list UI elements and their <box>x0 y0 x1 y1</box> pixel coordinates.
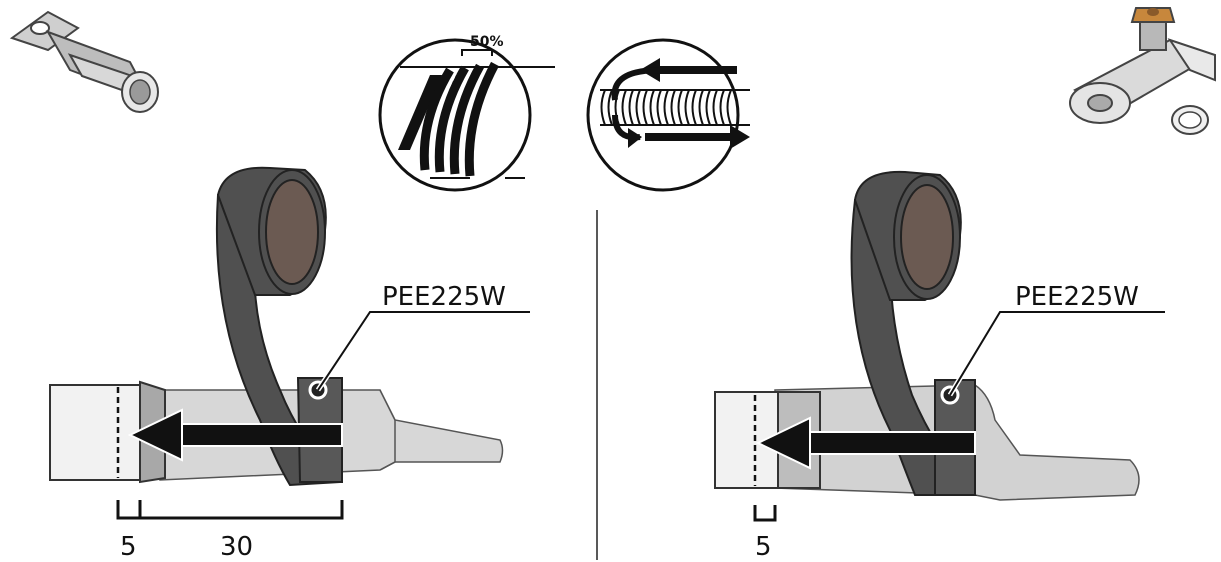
wrap-direction-arrow <box>127 408 343 462</box>
dimension-30-left: 30 <box>220 532 253 562</box>
overlap-percent-label: 50% <box>470 34 504 50</box>
dimension-5-left: 5 <box>120 532 137 562</box>
dimension-marks-left <box>116 500 344 520</box>
dimension-5-right: 5 <box>755 532 772 562</box>
tape-product-label-left: PEE225W <box>382 282 506 312</box>
dimension-marks-right <box>753 505 777 522</box>
arrow-right-icon <box>612 114 750 149</box>
wrap-direction-arrow-right <box>755 416 976 470</box>
wrap-direction-circle <box>586 38 750 192</box>
arrow-left-icon <box>611 58 737 101</box>
tape-product-label-right: PEE225W <box>1015 282 1139 312</box>
bolted-lug-icon <box>1069 7 1216 135</box>
right-assembly: PEE225W 5 <box>714 170 1165 562</box>
left-assembly: PEE225W 5 30 <box>49 166 530 562</box>
overlap-detail-circle: 50% <box>378 34 555 192</box>
cable-lug-icon <box>9 10 159 113</box>
